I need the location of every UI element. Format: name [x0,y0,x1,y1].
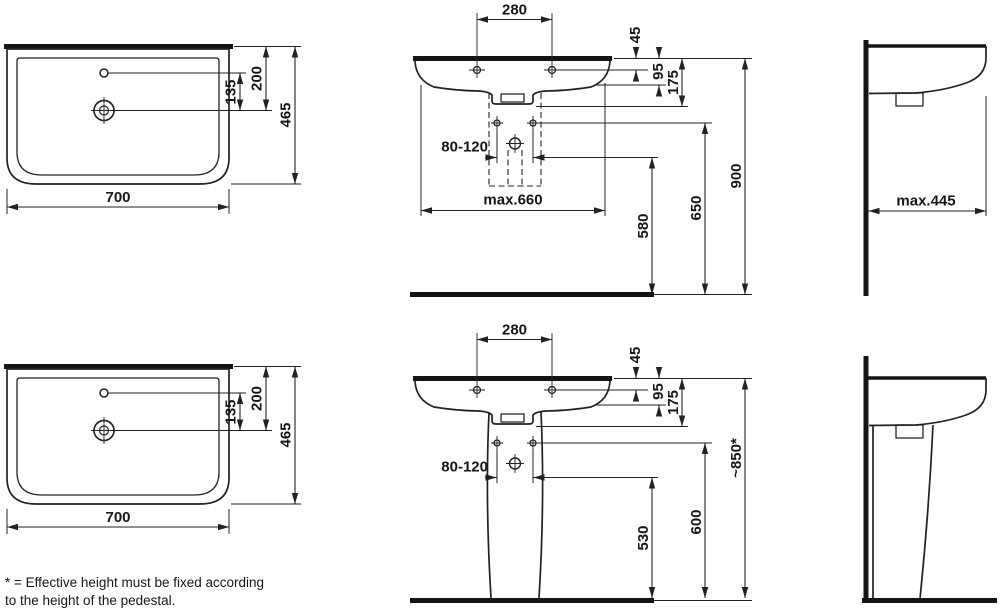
dim-label-700: 700 [105,189,130,206]
basin-front-outline [414,380,611,425]
pedestal-side-outline [872,424,934,600]
fixing-hole [99,68,109,78]
view-top-left-plan: 700 465 200 135 [4,44,301,214]
dim-max660: max.660 [421,192,605,214]
basin-inner-rim [16,57,220,176]
view-top-center-front: 280 45 95 175 80-120 max.660 580 [410,2,752,297]
dim-80-120: 80-120 [441,459,545,481]
hole-centerlines [469,333,560,473]
dim-135: 135 [223,393,244,431]
dim-label-530: 530 [635,525,652,550]
dim-label-200: 200 [249,386,266,411]
dim-label-135: 135 [223,79,240,104]
basin-side-profile [868,46,987,95]
basin-outer-outline [6,368,230,505]
dim-label-700: 700 [105,509,130,526]
view-bottom-center-front: 280 45 95 175 80-120 530 600 [410,322,752,603]
dim-label-45: 45 [627,27,644,44]
dim-label-465: 465 [278,422,295,447]
drain-box [895,92,924,107]
dim-200: 200 [249,366,270,431]
dim-530: 530 [635,477,656,598]
dim-135: 135 [223,73,244,111]
dim-900: 900 [728,58,749,295]
footnote-line-2: to the height of the pedestal. [5,593,175,608]
dim-label-465: 465 [278,102,295,127]
dim-850: ~850* [728,378,749,598]
dim-label-80-120: 80-120 [441,139,488,156]
dim-label-200: 200 [249,66,266,91]
dim-label-max660: max.660 [483,192,542,209]
centerlines-and-extensions [91,72,272,124]
dim-label-max445: max.445 [896,193,955,210]
fixing-hole [99,388,109,398]
dim-600: 600 [688,443,709,598]
dim-650: 650 [688,123,709,295]
dim-700: 700 [6,189,230,214]
extension-lines [420,58,752,295]
dim-175: 175 [665,58,686,107]
dim-280: 280 [477,2,552,23]
basin-inner-rim [16,377,220,496]
view-bottom-left-plan: 700 465 200 135 [4,364,301,534]
dim-label-95: 95 [650,63,667,80]
dim-label-280: 280 [502,2,527,19]
basin-front-outline [414,60,611,105]
dim-label-80-120: 80-120 [441,459,488,476]
extension-lines [496,378,752,601]
dim-280: 280 [477,322,552,343]
dim-700: 700 [6,509,230,534]
basin-side-profile [868,378,987,427]
dim-95: 95 [650,47,667,97]
view-top-right-side: max.445 [863,40,987,296]
footnote-line-1: * = Effective height must be fixed accor… [5,575,264,590]
dim-label-45: 45 [627,347,644,364]
dim-label-135: 135 [223,399,240,424]
dim-label-175: 175 [665,70,682,95]
dim-175: 175 [665,378,686,427]
drain-boss [500,93,525,103]
dim-95: 95 [650,367,667,417]
dim-label-175: 175 [665,390,682,415]
dim-label-580: 580 [635,213,652,238]
dim-580: 580 [635,157,656,295]
dim-45: 45 [627,347,644,402]
dim-label-280: 280 [502,322,527,339]
dim-label-850: ~850* [728,438,745,478]
footnote: * = Effective height must be fixed accor… [5,575,264,608]
view-bottom-right-side [862,356,997,603]
pedestal-outline [486,411,544,599]
dim-max445: max.445 [868,193,986,215]
basin-outer-outline [6,48,230,185]
drain-boss [500,413,525,423]
dim-label-600: 600 [688,509,705,534]
dim-80-120: 80-120 [441,139,545,161]
dim-45: 45 [627,27,644,82]
centerlines-and-extensions [91,392,272,444]
hole-centerlines [469,13,560,153]
dim-200: 200 [249,46,270,111]
dim-label-650: 650 [688,195,705,220]
dim-label-95: 95 [650,383,667,400]
drain-box [895,424,924,439]
dim-label-900: 900 [728,163,745,188]
